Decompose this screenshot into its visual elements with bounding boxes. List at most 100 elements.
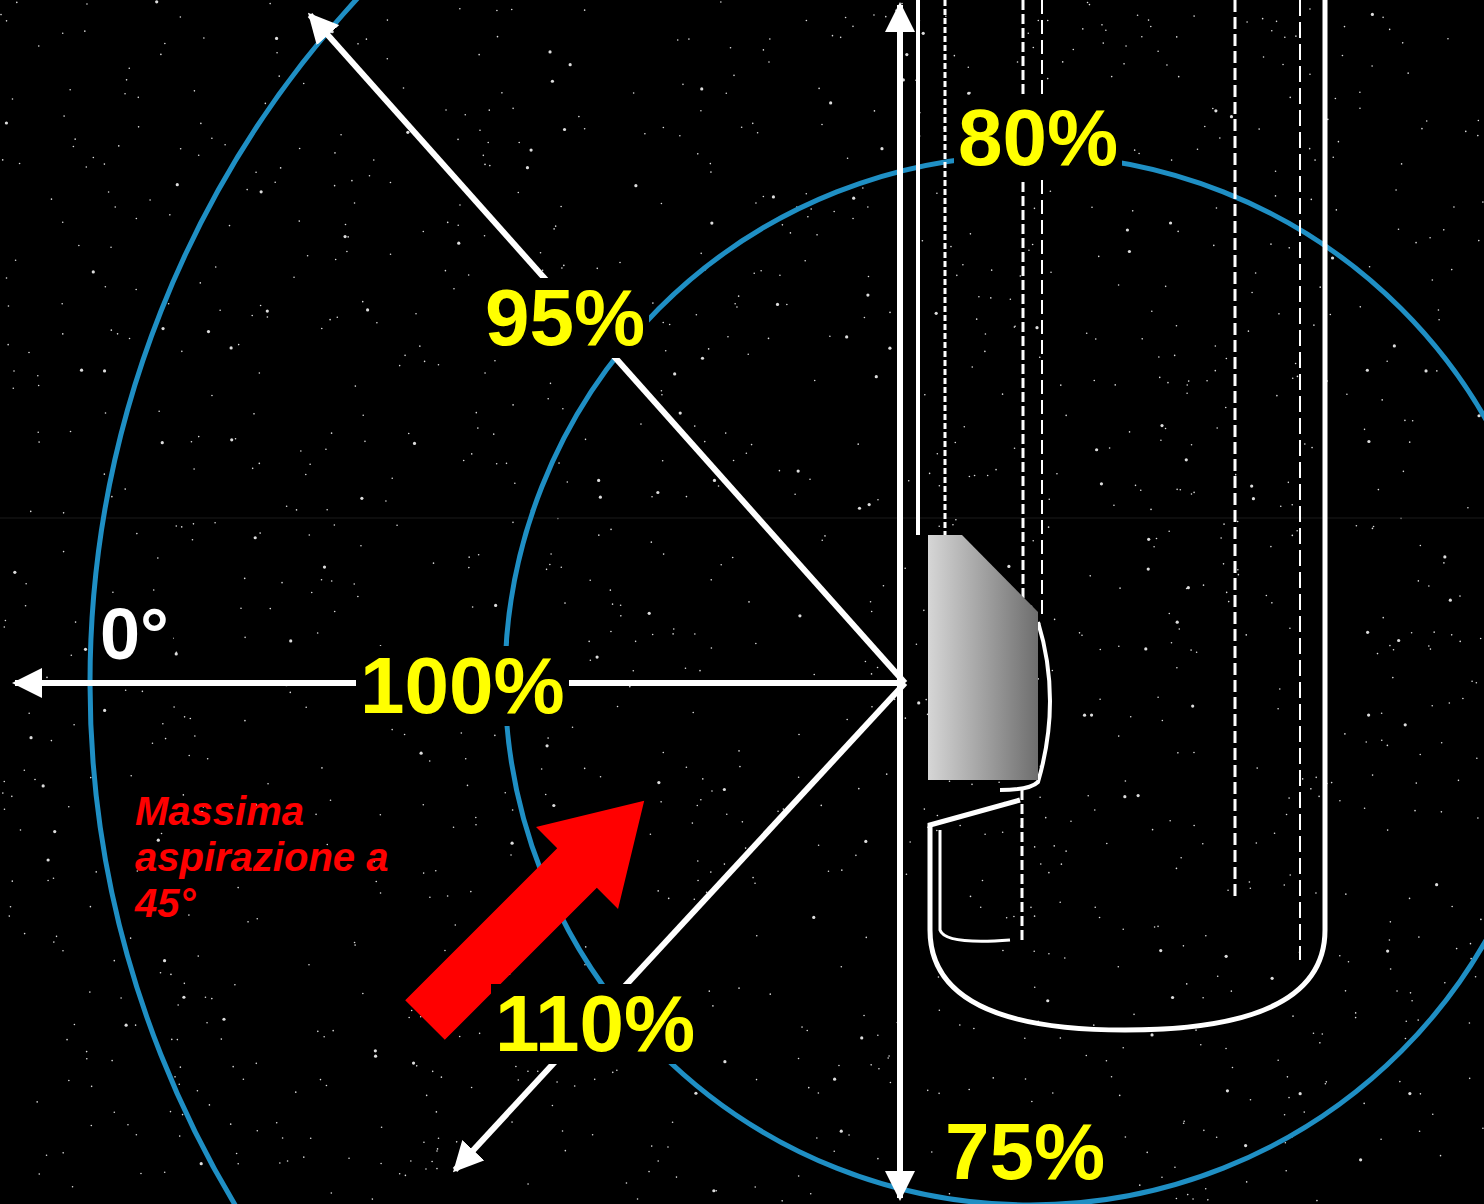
speckle [475, 817, 477, 819]
speckle [300, 450, 302, 452]
speckle [345, 224, 347, 226]
speckle [1428, 645, 1430, 647]
speckle [1062, 61, 1064, 63]
speckle [694, 425, 696, 427]
speckle [1177, 231, 1179, 233]
speckle [181, 526, 183, 528]
speckle [1475, 976, 1477, 978]
speckle [259, 532, 261, 534]
speckle [1279, 688, 1281, 690]
speckle [92, 270, 95, 273]
speckle [798, 776, 800, 778]
speckle [1440, 1155, 1442, 1157]
speckle [376, 322, 378, 324]
speckle [445, 270, 447, 272]
speckle [549, 564, 551, 566]
speckle [1002, 950, 1004, 952]
speckle [46, 677, 48, 679]
speckle [260, 305, 262, 307]
speckle [1206, 380, 1208, 382]
speckle [447, 895, 449, 897]
speckle [332, 1030, 334, 1032]
speckle [441, 1076, 443, 1078]
speckle [956, 275, 958, 277]
speckle [927, 1090, 929, 1092]
speckle [1193, 15, 1195, 17]
speckle [1215, 370, 1217, 372]
speckle [936, 830, 938, 832]
speckle [1371, 13, 1374, 16]
speckle [1187, 1194, 1189, 1196]
speckle [833, 211, 835, 213]
speckle [841, 869, 843, 871]
speckle [1232, 1067, 1234, 1069]
speckle [1064, 957, 1066, 959]
speckle [20, 829, 22, 831]
speckle [472, 606, 474, 608]
speckle [651, 496, 653, 498]
speckle [818, 1092, 820, 1094]
speckle [662, 460, 664, 462]
speckle [331, 432, 333, 434]
speckle [91, 1125, 93, 1127]
speckle [626, 1182, 628, 1184]
speckle [909, 841, 911, 843]
speckle [1332, 157, 1334, 159]
speckle [1390, 921, 1392, 923]
speckle [937, 453, 939, 455]
speckle [310, 1137, 312, 1139]
speckle [478, 554, 480, 556]
speckle [429, 897, 431, 899]
speckle [1443, 555, 1446, 558]
speckle [1186, 392, 1188, 394]
speckle [1032, 540, 1034, 542]
speckle [779, 470, 781, 472]
speckle [1258, 128, 1260, 130]
speckle [1249, 881, 1251, 883]
speckle [1226, 358, 1228, 360]
speckle [1288, 482, 1290, 484]
speckle [1284, 36, 1286, 38]
speckle [838, 1065, 840, 1067]
speckle [1099, 917, 1101, 919]
speckle [493, 433, 495, 435]
speckle [1025, 1078, 1027, 1080]
speckle [1144, 647, 1147, 650]
speckle [840, 1130, 843, 1133]
speckle [1263, 56, 1265, 58]
speckle [2, 159, 4, 161]
speckle [1128, 250, 1131, 253]
speckle [769, 38, 771, 40]
speckle [1256, 842, 1258, 844]
speckle [1087, 2, 1089, 4]
speckle [1087, 795, 1089, 797]
speckle [447, 222, 449, 224]
speckle [820, 805, 822, 807]
speckle [739, 766, 741, 768]
speckle [84, 30, 86, 32]
speckle [1028, 32, 1030, 34]
speckle [111, 329, 113, 331]
speckle [120, 997, 122, 999]
speckle [661, 390, 663, 392]
speckle [1271, 30, 1273, 32]
speckle [1287, 1076, 1289, 1078]
speckle [1065, 415, 1067, 417]
speckle [180, 16, 182, 18]
speckle [1089, 4, 1091, 6]
speckle [1100, 482, 1103, 485]
speckle [1382, 17, 1384, 19]
speckle [317, 1031, 319, 1033]
speckle [1326, 1081, 1328, 1083]
outer-polar-curve [90, 0, 1484, 1204]
speckle [807, 216, 809, 218]
speckle [781, 1200, 783, 1202]
speckle [1311, 199, 1313, 201]
speckle [1435, 883, 1438, 886]
speckle [13, 370, 15, 372]
speckle [1186, 384, 1188, 386]
speckle [652, 634, 654, 636]
speckle [279, 1162, 281, 1164]
speckle [1288, 1097, 1290, 1099]
speckle [1137, 15, 1139, 17]
